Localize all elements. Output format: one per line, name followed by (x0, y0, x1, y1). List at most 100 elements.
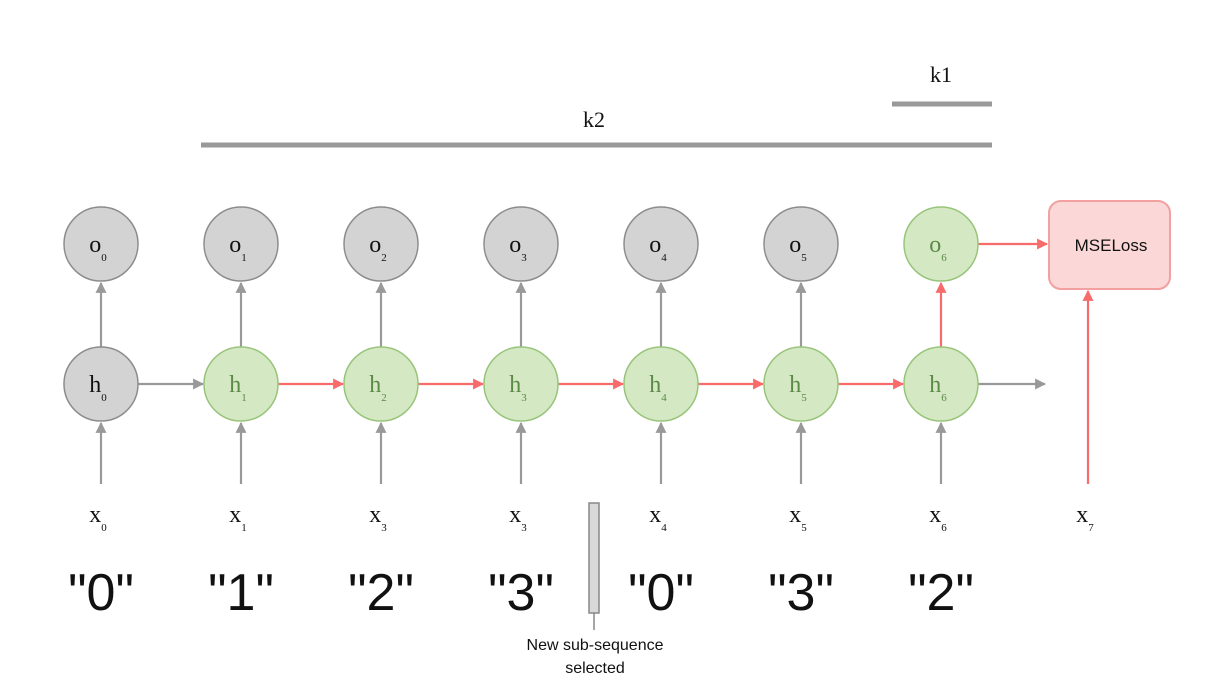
output-node-o6 (903, 206, 979, 282)
input-label-x0-base: x (89, 502, 101, 528)
output-label-o3-base: o (509, 232, 521, 258)
input-label-x1-subscript: 1 (241, 522, 247, 534)
token-label-2: "2" (348, 564, 414, 622)
hidden-node-h0 (63, 346, 139, 422)
output-label-o6-base: o (929, 232, 941, 258)
hidden-node-h4 (623, 346, 699, 422)
hidden-label-h1: h1 (229, 372, 247, 404)
output-label-o0: o0 (89, 232, 107, 264)
input-label-x5-subscript: 5 (801, 522, 807, 534)
hidden-label-h4-subscript: 4 (661, 392, 667, 404)
input-label-x2: x3 (369, 502, 387, 534)
hidden-label-h3-base: h (509, 372, 521, 398)
output-label-o3-subscript: 3 (521, 252, 527, 264)
hidden-label-h6-base: h (929, 372, 941, 398)
hidden-label-h1-base: h (229, 372, 241, 398)
input-label-x0-subscript: 0 (101, 522, 107, 534)
token-label-5: "3" (768, 564, 834, 622)
output-label-o1-subscript: 1 (241, 252, 247, 264)
hidden-label-h0-base: h (89, 372, 101, 398)
output-label-o2: o2 (369, 232, 387, 264)
hidden-label-h3: h3 (509, 372, 527, 404)
input-label-x4-base: x (649, 502, 661, 528)
input-label-x0: x0 (89, 502, 107, 534)
output-label-o5-base: o (789, 232, 801, 258)
input-label-x3-subscript: 3 (521, 522, 527, 534)
hidden-label-h2-base: h (369, 372, 381, 398)
hidden-node-h3 (483, 346, 559, 422)
hidden-label-h4-base: h (649, 372, 661, 398)
input-label-x2-base: x (369, 502, 381, 528)
input-label-x6-subscript: 6 (941, 522, 947, 534)
hidden-label-h1-subscript: 1 (241, 392, 247, 404)
hidden-label-h5: h5 (789, 372, 807, 404)
marker-caption-line-2: selected (565, 660, 625, 677)
output-label-o2-subscript: 2 (381, 252, 387, 264)
hidden-node-h6 (903, 346, 979, 422)
output-label-o6-subscript: 6 (941, 252, 947, 264)
token-label-1: "1" (208, 564, 274, 622)
hidden-label-h0: h0 (89, 372, 107, 404)
mse-loss-node: MSELoss (1048, 200, 1171, 290)
input-label-x2-subscript: 3 (381, 522, 387, 534)
input-label-x7: x7 (1076, 502, 1094, 534)
output-label-o4: o4 (649, 232, 667, 264)
output-label-o5-subscript: 5 (801, 252, 807, 264)
hidden-node-h2 (343, 346, 419, 422)
input-label-x1-base: x (229, 502, 241, 528)
k1-label: k1 (930, 62, 952, 87)
k2-label: k2 (583, 107, 605, 132)
input-label-x5: x5 (789, 502, 807, 534)
output-node-o0 (63, 206, 139, 282)
sub-sequence-marker: New sub-sequence selected (527, 502, 664, 677)
k1-window: k1 (892, 62, 992, 107)
input-label-x7-base: x (1076, 502, 1088, 528)
hidden-label-h2: h2 (369, 372, 387, 404)
hidden-label-h2-subscript: 2 (381, 392, 387, 404)
input-label-x6: x6 (929, 502, 947, 534)
mse-loss-label: MSELoss (1075, 236, 1148, 255)
output-label-o4-base: o (649, 232, 661, 258)
input-label-x5-base: x (789, 502, 801, 528)
output-node-o4 (623, 206, 699, 282)
output-label-o1-base: o (229, 232, 241, 258)
nodes (63, 206, 979, 422)
token-label-0: "0" (68, 564, 134, 622)
output-label-o0-subscript: 0 (101, 252, 107, 264)
hidden-label-h4: h4 (649, 372, 667, 404)
hidden-label-h3-subscript: 3 (521, 392, 527, 404)
output-node-o5 (763, 206, 839, 282)
hidden-node-h5 (763, 346, 839, 422)
input-label-x7-subscript: 7 (1088, 522, 1094, 534)
hidden-label-h5-subscript: 5 (801, 392, 807, 404)
hidden-label-h6: h6 (929, 372, 947, 404)
labels: o0h0x0"0"o1h1x1"1"o2h2x3"2"o3h3x3"3"o4h4… (68, 232, 1094, 622)
hidden-node-h1 (203, 346, 279, 422)
marker-caption-line-1: New sub-sequence (527, 637, 664, 654)
hidden-label-h6-subscript: 6 (941, 392, 947, 404)
hidden-label-h5-base: h (789, 372, 801, 398)
output-label-o1: o1 (229, 232, 247, 264)
output-label-o4-subscript: 4 (661, 252, 667, 264)
output-node-o1 (203, 206, 279, 282)
input-label-x3: x3 (509, 502, 527, 534)
output-label-o0-base: o (89, 232, 101, 258)
k2-window: k2 (201, 107, 992, 148)
output-label-o5: o5 (789, 232, 807, 264)
output-node-o3 (483, 206, 559, 282)
token-label-3: "3" (488, 564, 554, 622)
input-label-x6-base: x (929, 502, 941, 528)
edges (95, 238, 1094, 484)
input-label-x4-subscript: 4 (661, 522, 667, 534)
output-label-o2-base: o (369, 232, 381, 258)
token-label-6: "2" (908, 564, 974, 622)
token-label-4: "0" (628, 564, 694, 622)
hidden-label-h0-subscript: 0 (101, 392, 107, 404)
input-label-x3-base: x (509, 502, 521, 528)
input-label-x1: x1 (229, 502, 247, 534)
output-node-o2 (343, 206, 419, 282)
output-label-o3: o3 (509, 232, 527, 264)
input-label-x4: x4 (649, 502, 667, 534)
output-label-o6: o6 (929, 232, 947, 264)
